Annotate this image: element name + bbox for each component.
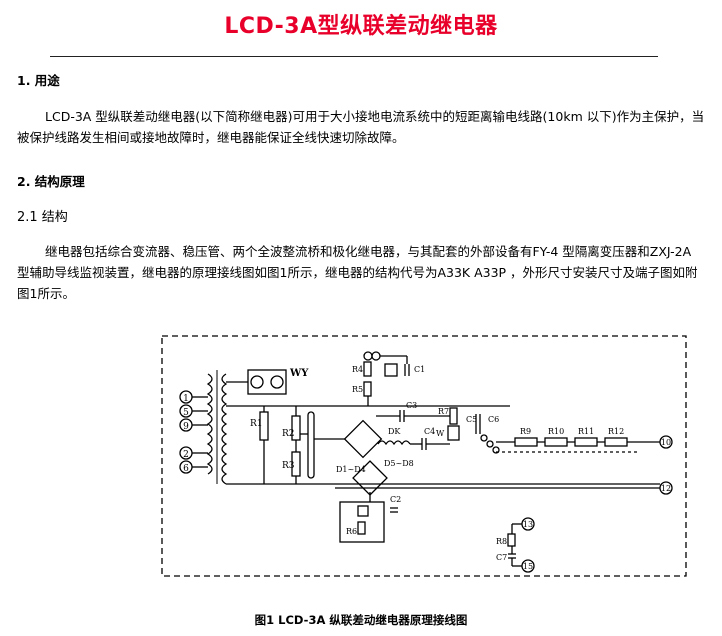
paragraph-structure: 继电器包括综合变流器、稳压管、两个全波整流桥和极化继电器，与其配套的外部设备有F… bbox=[17, 244, 698, 301]
c5-label: C5 bbox=[466, 415, 477, 424]
bridge-d5-d8 bbox=[352, 460, 388, 496]
r3-label: R3 bbox=[282, 461, 295, 471]
terminal-1: 1 bbox=[179, 390, 193, 404]
transformer-secondary bbox=[221, 373, 228, 485]
title-divider bbox=[50, 56, 658, 57]
svg-text:10: 10 bbox=[661, 438, 671, 447]
section-heading-usage: 1. 用途 bbox=[17, 73, 60, 88]
section-heading-principle: 2. 结构原理 bbox=[17, 174, 85, 189]
relay-coil-bottom bbox=[357, 505, 369, 517]
wy-zener-2 bbox=[270, 375, 284, 389]
r10-label: R10 bbox=[548, 427, 564, 436]
svg-text:9: 9 bbox=[183, 422, 189, 432]
wy-label: WY bbox=[289, 368, 309, 379]
figure-caption: 图1 LCD-3A 纵联差动继电器原理接线图 bbox=[254, 613, 468, 627]
terminal-13: 13 bbox=[521, 517, 535, 531]
r7-label: R7 bbox=[438, 407, 449, 416]
svg-text:6: 6 bbox=[183, 464, 189, 474]
adjust-slider bbox=[307, 411, 315, 479]
r6-label: R6 bbox=[346, 527, 357, 536]
paragraph-usage: LCD-3A 型纵联差动继电器(以下简称继电器)可用于大小接地电流系统中的短距离… bbox=[17, 109, 705, 145]
svg-text:1: 1 bbox=[183, 394, 189, 404]
terminal-10: 10 bbox=[659, 435, 673, 449]
c4-label: C4 bbox=[424, 427, 435, 436]
r2-label: R2 bbox=[282, 429, 295, 439]
svg-text:5: 5 bbox=[183, 408, 189, 418]
bridge-d1-d4 bbox=[343, 419, 383, 459]
wy-box bbox=[247, 369, 287, 395]
c2-label: C2 bbox=[390, 495, 401, 504]
terminal-2: 2 bbox=[179, 446, 193, 460]
terminal-6: 6 bbox=[179, 460, 193, 474]
d5d8-label: D5~D8 bbox=[384, 459, 414, 468]
r11-label: R11 bbox=[578, 427, 594, 436]
inductor-dk bbox=[377, 440, 411, 446]
r1-label: R1 bbox=[250, 419, 263, 429]
c3-label: C3 bbox=[406, 401, 417, 410]
transformer-primary bbox=[206, 373, 213, 475]
r4-label: R4 bbox=[352, 365, 363, 374]
c7-label: C7 bbox=[496, 553, 507, 562]
svg-text:13: 13 bbox=[523, 520, 533, 529]
r9-label: R9 bbox=[520, 427, 531, 436]
circuit-diagram: 1 5 9 2 6 WY R1 R2 R3 D1~D4 R4 R5 C1 C3 … bbox=[160, 334, 690, 584]
relay-w bbox=[447, 425, 460, 441]
dk-label: DK bbox=[388, 427, 401, 436]
c1-label: C1 bbox=[414, 365, 425, 374]
d1d4-label: D1~D4 bbox=[336, 465, 366, 474]
wy-zener-1 bbox=[250, 375, 264, 389]
w-label: W bbox=[436, 429, 445, 438]
svg-text:15: 15 bbox=[523, 562, 533, 571]
terminal-9: 9 bbox=[179, 418, 193, 432]
svg-text:12: 12 bbox=[661, 484, 671, 493]
subsection-heading-structure: 2.1 结构 bbox=[17, 210, 68, 225]
terminal-15: 15 bbox=[521, 559, 535, 573]
relay-coil-top bbox=[384, 363, 398, 377]
terminal-12: 12 bbox=[659, 481, 673, 495]
enclosure-border bbox=[161, 335, 687, 577]
c6-label: C6 bbox=[488, 415, 499, 424]
terminal-5: 5 bbox=[179, 404, 193, 418]
r5-label: R5 bbox=[352, 385, 363, 394]
document-title: LCD-3A型纵联差动继电器 bbox=[224, 14, 498, 39]
circuit-diagram-svg: 1 5 9 2 6 WY R1 R2 R3 D1~D4 R4 R5 C1 C3 … bbox=[161, 335, 687, 577]
r8-label: R8 bbox=[496, 537, 507, 546]
svg-text:2: 2 bbox=[183, 450, 189, 460]
r12-label: R12 bbox=[608, 427, 624, 436]
